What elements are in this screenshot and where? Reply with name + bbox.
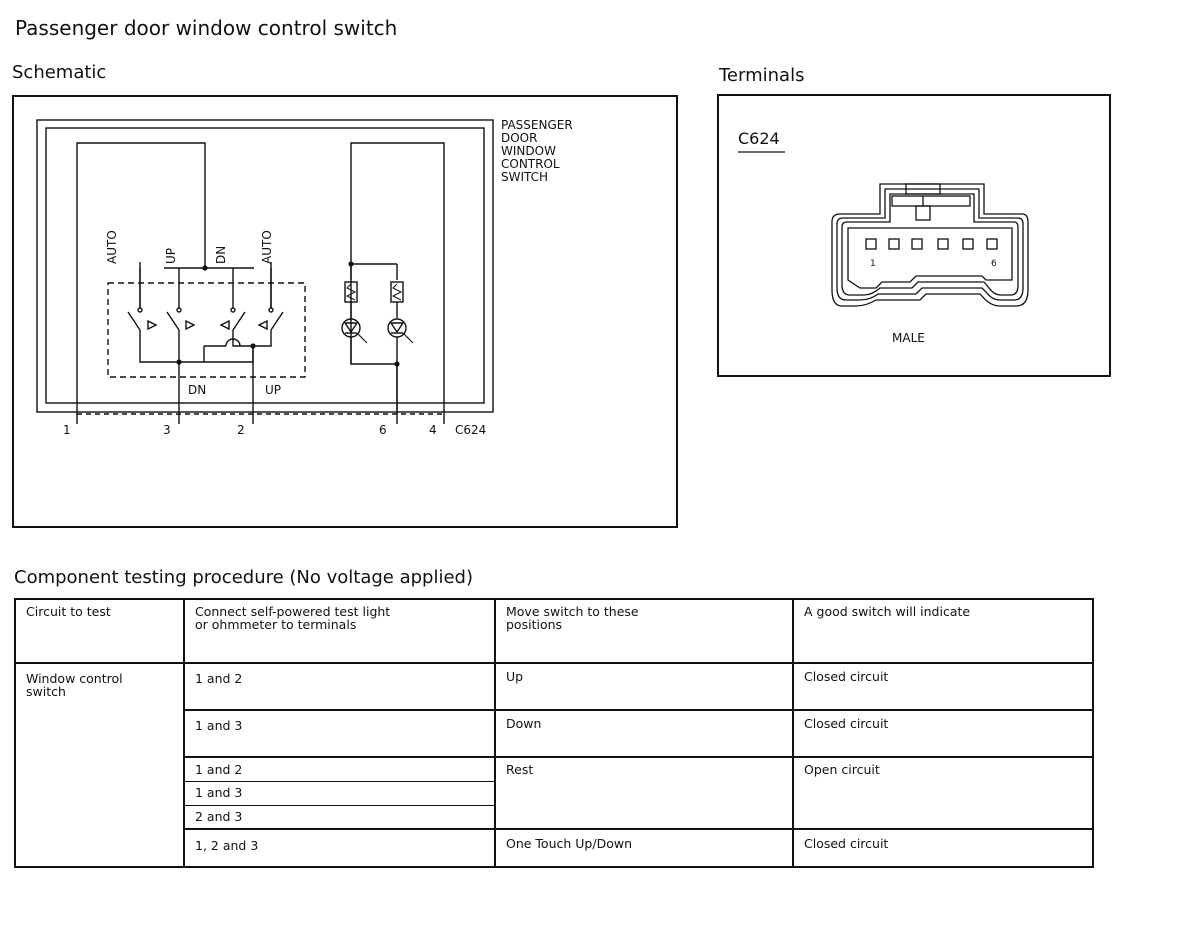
pin-label-6: 6 xyxy=(379,423,387,437)
pin-label-1: 1 xyxy=(63,423,71,437)
led-right-icon xyxy=(387,318,414,344)
wire-pin1-loop xyxy=(76,142,206,414)
table-row: Window control switch 1 and 2 Up Closed … xyxy=(14,662,1094,868)
header-terminals: Connect self-powered test light or ohmme… xyxy=(183,598,496,664)
result-cell: Closed circuit xyxy=(792,662,1094,711)
header-positions: Move switch to these positions xyxy=(494,598,794,664)
header-circuit: Circuit to test xyxy=(14,598,185,664)
switch-label-dn: DN xyxy=(214,246,228,264)
connector-label: C624 xyxy=(455,423,486,437)
component-label-line4: CONTROL xyxy=(501,157,560,171)
table-row: 1, 2 and 3 One Touch Up/Down Closed circ… xyxy=(15,828,1094,868)
circuit-cell: Window control switch xyxy=(14,662,185,868)
common-label-up: UP xyxy=(265,383,281,397)
table-header-row: Circuit to test Connect self-powered tes… xyxy=(14,598,1094,664)
switch-contact-dn xyxy=(219,307,246,331)
component-label-line2: DOOR xyxy=(501,131,537,145)
switch-module-box xyxy=(107,282,306,378)
position-cell: One Touch Up/Down xyxy=(494,828,794,868)
component-label-line3: WINDOW xyxy=(501,144,556,158)
terminals-cell: 1, 2 and 3 xyxy=(183,828,496,868)
result-cell: Open circuit xyxy=(792,756,1094,830)
switch-contact-up xyxy=(166,307,196,331)
connector-gender-label: MALE xyxy=(892,331,925,345)
position-cell: Up xyxy=(494,662,794,711)
switch-contact-auto-dn xyxy=(127,307,158,331)
switch-inner-housing xyxy=(45,127,485,404)
terminals-cell: 1 and 2 xyxy=(183,662,496,711)
switch-label-up: UP xyxy=(164,248,178,264)
pin-label-3: 3 xyxy=(163,423,171,437)
terminal-pin-1-label: 1 xyxy=(870,259,876,269)
terminals-cell: 2 and 3 xyxy=(183,804,496,830)
terminal-pins xyxy=(865,238,998,250)
table-row: 1 and 3 Down Closed circuit xyxy=(15,709,1094,758)
procedure-heading: Component testing procedure (No voltage … xyxy=(14,567,473,588)
position-cell: Down xyxy=(494,709,794,758)
terminals-cell: 1 and 3 xyxy=(183,709,496,758)
header-result: A good switch will indicate xyxy=(792,598,1094,664)
component-label-line5: SWITCH xyxy=(501,170,548,184)
terminals-panel xyxy=(717,94,1111,377)
terminals-heading: Terminals xyxy=(719,65,805,86)
switch-outer-housing xyxy=(36,119,494,413)
component-label-line1: PASSENGER xyxy=(501,118,573,132)
schematic-heading: Schematic xyxy=(12,62,107,83)
pin-label-4: 4 xyxy=(429,423,437,437)
switch-label-auto-left: AUTO xyxy=(105,230,119,264)
procedure-table: Circuit to test Connect self-powered tes… xyxy=(14,598,1094,868)
position-cell: Rest xyxy=(494,756,794,830)
terminals-cell: 1 and 3 xyxy=(183,780,496,806)
common-label-dn: DN xyxy=(188,383,206,397)
table-row: 1 and 3 xyxy=(15,780,1093,806)
schematic-panel xyxy=(12,95,678,528)
page-title: Passenger door window control switch xyxy=(15,16,398,40)
connector-id: C624 xyxy=(738,129,780,148)
led-left-icon xyxy=(341,318,368,344)
switch-label-auto-right: AUTO xyxy=(260,230,274,264)
connector-housing xyxy=(831,183,1029,307)
terminal-pin-6-label: 6 xyxy=(991,259,997,269)
pin-label-2: 2 xyxy=(237,423,245,437)
result-cell: Closed circuit xyxy=(792,709,1094,758)
result-cell: Closed circuit xyxy=(792,828,1094,868)
switch-contact-auto-up xyxy=(257,307,284,331)
terminals-cell: 1 and 2 xyxy=(183,756,496,782)
table-row: 1 and 2 Rest Open circuit xyxy=(15,756,1094,830)
table-row: 2 and 3 xyxy=(15,804,1093,830)
